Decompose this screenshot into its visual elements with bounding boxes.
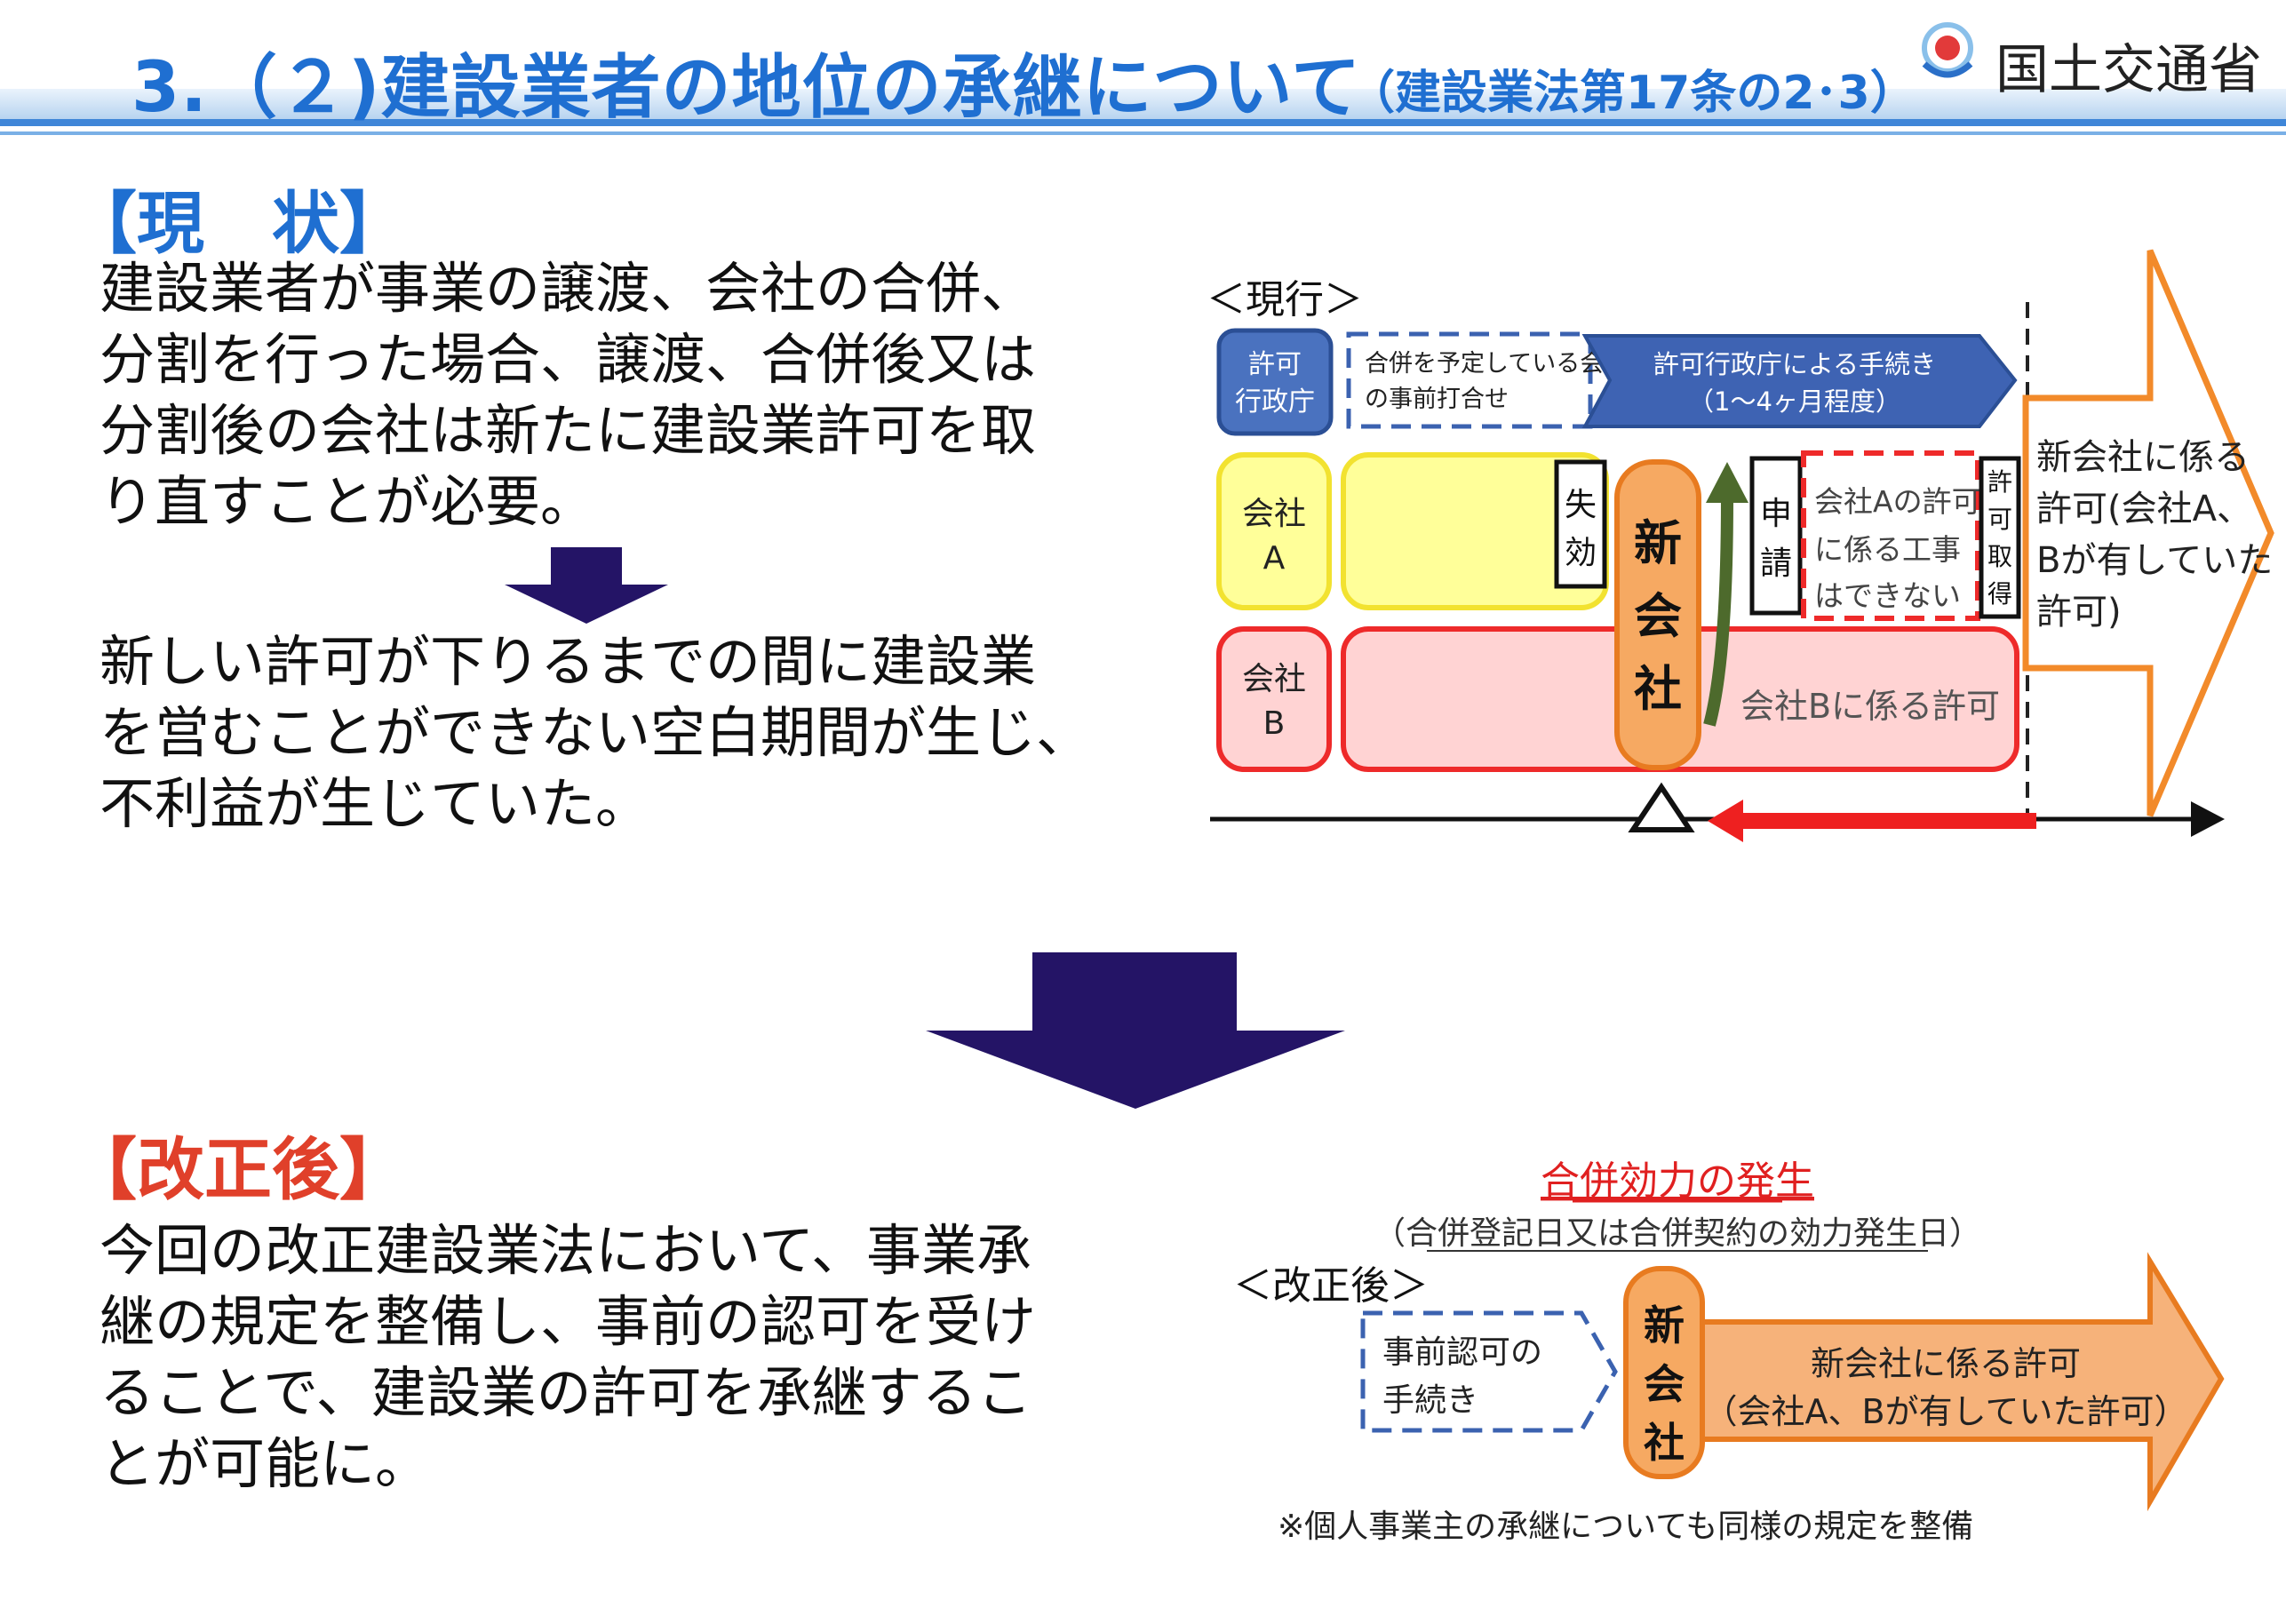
company-b-permit-label: 会社Bに係る許可	[1740, 687, 2000, 726]
revised-new-company-pill	[1623, 1266, 1705, 1479]
acquire-label: 可	[1987, 505, 2012, 534]
footnote: ※個人事業主の承継についても同様の規定を整備	[1278, 1509, 1973, 1545]
new-company-label: 会	[1634, 588, 1682, 644]
new-company-label: 社	[1634, 661, 1682, 717]
down-arrow-small-icon	[505, 547, 668, 624]
revised-new-company-label: 新	[1644, 1302, 1685, 1349]
text-line: 建設業者が事業の譲渡、会社の合併、	[100, 256, 1037, 321]
revised-result-arrow	[1689, 1252, 2225, 1512]
revised-heading: 【改正後】	[69, 1130, 407, 1209]
apply-label: 請	[1760, 545, 1792, 582]
company-b-label: 会社	[1242, 661, 1306, 697]
authority-label: 許可	[1248, 349, 1302, 380]
expire-label: 効	[1565, 535, 1597, 571]
no-work-label: 会社Aの許可	[1814, 484, 1981, 519]
pre-approval-label: 手続き	[1382, 1382, 1478, 1419]
acquire-label: 許	[1987, 467, 2012, 497]
current-paragraph-1: 建設業者が事業の譲渡、会社の合併、 分割を行った場合、譲渡、合併後又は 分割後の…	[100, 253, 1036, 537]
revised-new-company-label: 社	[1644, 1419, 1685, 1467]
header-rule	[0, 119, 2286, 126]
merge-effect-label: 合併効力の発生	[1541, 1158, 1814, 1204]
text-line: り直すことが必要。	[100, 469, 596, 534]
result-label: 許可(会社A、	[2036, 489, 2252, 529]
no-work-box	[1801, 450, 1980, 621]
current-diagram-label: ＜現行＞	[1207, 277, 1363, 322]
procedure-label: （1～4ヶ月程度）	[1688, 386, 1901, 417]
revised-diagram-label: ＜改正後＞	[1233, 1263, 1429, 1309]
down-arrow-large-icon	[926, 952, 1345, 1109]
revised-result-label: 新会社に係る許可	[1811, 1344, 2081, 1383]
result-label: Bが有していた	[2036, 540, 2273, 581]
pre-approval-box	[1360, 1310, 1618, 1433]
blank-period-arrow-head	[1708, 800, 1743, 842]
result-arrow	[2022, 249, 2274, 817]
result-label: 新会社に係る	[2036, 437, 2250, 478]
result-label: 許可)	[2036, 592, 2122, 633]
text-line: を営むことができない空白期間が生じ、	[100, 700, 1092, 765]
text-line: 不利益が生じていた。	[100, 771, 651, 836]
authority-label: 行政庁	[1235, 386, 1315, 418]
acquire-label: 取	[1987, 542, 2012, 571]
revised-new-company-label: 会	[1644, 1360, 1685, 1408]
text-line: 分割後の会社は新たに建設業許可を取	[100, 398, 1037, 463]
apply-label: 申	[1760, 496, 1792, 532]
authority-box	[1216, 328, 1334, 436]
company-a-label: A	[1263, 540, 1286, 577]
text-line: 今回の改正建設業法において、事業承	[100, 1218, 1032, 1283]
transfer-arrow	[1703, 497, 1733, 727]
apply-box	[1749, 456, 1803, 616]
current-paragraph-2: 新しい許可が下りるまでの間に建設業 を営むことができない空白期間が生じ、 不利益…	[100, 626, 1091, 840]
pre-approval-label: 事前認可の	[1382, 1334, 1542, 1371]
page-subtitle: （建設業法第17条の2･3）	[1349, 67, 1916, 120]
procedure-arrow	[1581, 334, 2018, 428]
revised-paragraph: 今回の改正建設業法において、事業承 継の規定を整備し、事前の認可を受け ることで…	[100, 1215, 1036, 1500]
new-company-pill	[1614, 459, 1701, 770]
text-line: とが可能に。	[100, 1431, 431, 1496]
text-line: 分割を行った場合、譲渡、合併後又は	[100, 327, 1037, 392]
expire-label: 失	[1565, 487, 1597, 523]
pre-meeting-label: の事前打合せ	[1365, 386, 1509, 413]
expire-box	[1554, 459, 1607, 589]
pre-meeting-box	[1346, 331, 1593, 429]
revised-result-label: （会社A、Bが有していた許可）	[1704, 1392, 2188, 1431]
company-a-label: 会社	[1242, 496, 1306, 532]
header-rule-2	[0, 131, 2286, 135]
text-line: 新しい許可が下りるまでの間に建設業	[100, 629, 1037, 694]
no-work-label: に係る工事	[1814, 532, 1961, 567]
merge-note-label: （合併登記日又は合併契約の効力発生日）	[1374, 1215, 1981, 1252]
acquire-label: 得	[1987, 579, 2012, 609]
acquire-box	[1979, 456, 2021, 619]
page-title: 3.（２)建設業者の地位の承継について	[131, 48, 1362, 128]
text-line: 継の規定を整備し、事前の認可を受け	[100, 1289, 1037, 1354]
company-b-label-box	[1216, 626, 1332, 772]
text-line: ることで、建設業の許可を承継するこ	[100, 1360, 1032, 1425]
no-work-label: はできない	[1814, 578, 1961, 613]
header-band	[0, 89, 2286, 119]
company-b-label: B	[1263, 705, 1286, 742]
logo-text: 国土交通省	[1995, 39, 2262, 101]
timeline-axis-head	[2191, 801, 2225, 837]
procedure-label: 許可行政庁による手続き	[1653, 349, 1936, 379]
new-company-label: 新	[1634, 515, 1682, 571]
mlit-logo-icon	[1922, 22, 1973, 78]
merge-point-marker	[1628, 782, 1695, 832]
current-heading: 【現 状】	[69, 184, 407, 263]
company-a-label-box	[1216, 452, 1332, 610]
transfer-arrow-head	[1706, 462, 1748, 503]
